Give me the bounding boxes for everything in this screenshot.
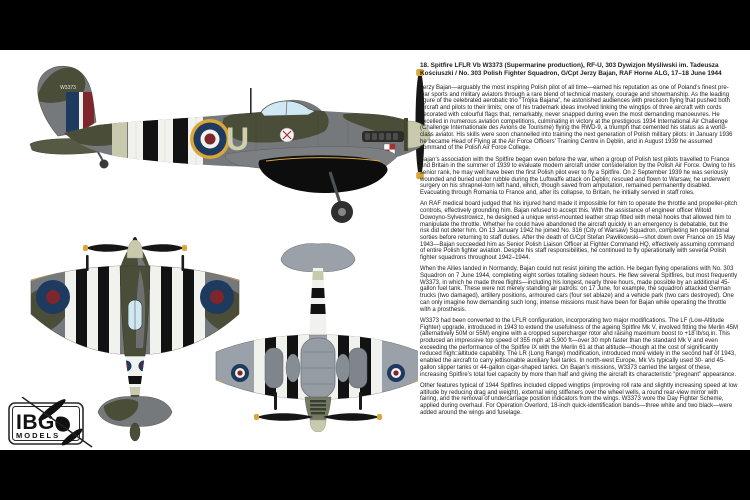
article-text-column: 18. Spitfire LFLR Vb W3373 (Supermarine … (420, 62, 738, 421)
wing-roundel-right (200, 280, 234, 314)
serial-number-label: W3373 (60, 85, 76, 91)
article-paragraph-2: Bajan’s association with the Spitfire be… (420, 156, 736, 197)
cannon-right (181, 255, 185, 271)
spitfire-side-view: W3373 (29, 65, 432, 223)
underwing-roundel-left (231, 364, 249, 382)
canopy (260, 100, 316, 117)
invasion-stripes-wings-top (65, 266, 205, 354)
ibg-models-logo: IBG MODELS (8, 396, 94, 449)
rear-fuselage-bottom (309, 268, 327, 337)
propeller-logo-icon (21, 396, 93, 448)
bottom-black-bar (0, 450, 750, 500)
bottom-view-illustration (213, 240, 421, 433)
fuselage-deck-top (119, 265, 151, 357)
underwing-roundel-right (387, 364, 405, 382)
propeller-top-icon (83, 237, 187, 259)
article-paragraph-4: When the Allies landed in Normandy, Baja… (420, 266, 738, 313)
article-paragraph-6: Other features typical of 1944 Spitfires… (420, 382, 738, 416)
cannon-left (86, 255, 89, 271)
side-profile-illustration: W3373 (28, 60, 433, 228)
aerial-mast (250, 88, 252, 114)
article-title: 18. Spitfire LFLR Vb W3373 (Supermarine … (420, 62, 722, 77)
spitfire-bottom-view (215, 243, 421, 433)
nose-cowl-bottom (304, 396, 332, 422)
wing-roundel-left (36, 280, 70, 314)
radiator-fairing-right (348, 347, 368, 389)
tail-top (97, 396, 173, 442)
article-paragraph-1: Jerzy Bajan—arguably the most inspiring … (420, 85, 733, 152)
tail-wheel (97, 151, 109, 169)
top-black-bar (0, 0, 750, 50)
propeller-bottom-icon (254, 413, 382, 433)
article-paragraph-3: An RAF medical board judged that his inj… (420, 201, 738, 262)
tailplane-bottom (280, 243, 356, 272)
radiator-fairing-left (264, 347, 284, 389)
rear-fuselage-top (125, 354, 145, 398)
logo-sub: MODELS (16, 431, 60, 440)
top-view-illustration (28, 236, 243, 446)
cannon-right-bottom (359, 392, 362, 410)
article-paragraph-5: W3373 had been converted to the LFLR con… (420, 317, 738, 378)
sky-band (112, 99, 127, 162)
fin-flash (66, 92, 94, 132)
code-letter-label: U (226, 121, 249, 157)
exhaust-stacks (362, 131, 404, 142)
slipper-fuel-tank (258, 155, 388, 193)
spinner (404, 118, 432, 151)
tail-fin: W3373 (37, 65, 97, 137)
fuselage-roundel (190, 119, 230, 159)
squadron-badge-icon (279, 127, 295, 143)
main-wheel (328, 171, 353, 223)
cannon-left-bottom (274, 392, 277, 410)
spitfire-top-view (30, 237, 240, 442)
